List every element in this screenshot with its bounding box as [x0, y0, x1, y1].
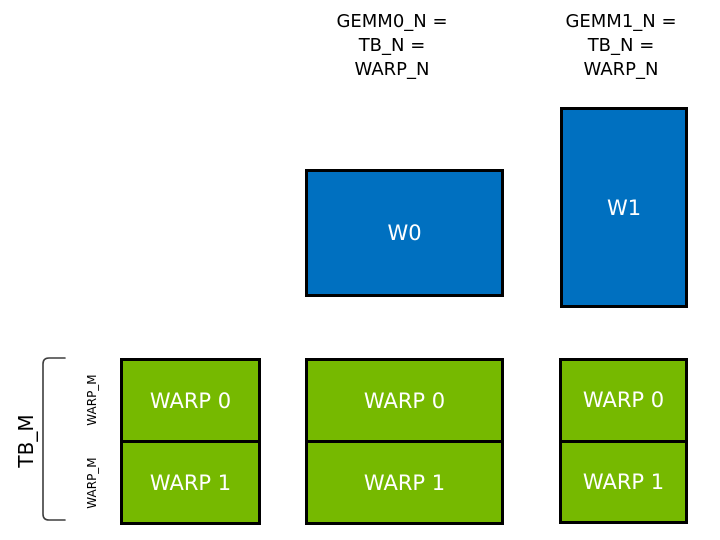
tb-m-bracket	[42, 357, 66, 521]
gemm0-header-line-1: GEMM0_N =	[336, 11, 448, 32]
warp-m-label-top: WARP_M	[85, 374, 99, 426]
warp-group-left: WARP 0 WARP 1	[120, 358, 261, 525]
gemm0-header-line-3: WARP_N	[354, 59, 430, 80]
warp-group-middle: WARP 0 WARP 1	[305, 358, 504, 525]
warp-cell: WARP 1	[123, 443, 258, 522]
warp-tile-w0-label: W0	[387, 221, 422, 245]
tb-m-axis-label: TB_M	[14, 414, 38, 468]
gemm0-column-header: GEMM0_N = TB_N = WARP_N	[292, 10, 492, 82]
warp-group-right: WARP 0 WARP 1	[559, 358, 688, 524]
warp-tile-w1-label: W1	[606, 195, 642, 220]
warp-tile-w1: W1	[560, 107, 688, 308]
warp-cell: WARP 0	[562, 361, 685, 443]
warp-cell: WARP 1	[308, 443, 501, 522]
warp-cell: WARP 0	[123, 361, 258, 443]
gemm1-column-header: GEMM1_N = TB_N = WARP_N	[521, 10, 720, 82]
gemm1-header-line-3: WARP_N	[583, 59, 659, 80]
gemm1-header-line-1: GEMM1_N =	[565, 11, 677, 32]
warp-m-label-bottom: WARP_M	[85, 457, 99, 509]
gemm1-header-line-2: TB_N =	[587, 35, 655, 56]
gemm0-header-line-2: TB_N =	[358, 35, 426, 56]
warp-cell: WARP 1	[562, 442, 685, 521]
warp-cell: WARP 0	[308, 361, 501, 443]
warp-tile-w0: W0	[305, 169, 504, 297]
